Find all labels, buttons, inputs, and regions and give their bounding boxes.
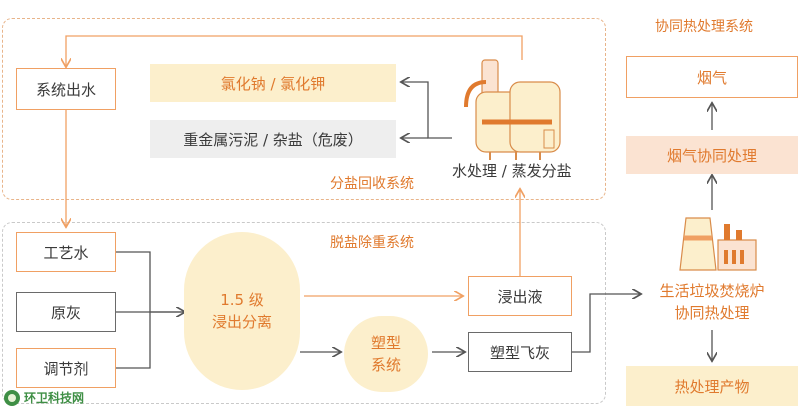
arrow-to-incinerator: [572, 294, 640, 353]
flue-gas-coprocessing-box: 烟气协同处理: [626, 136, 798, 174]
incinerator-label: 生活垃圾焚烧炉 协同热处理: [626, 280, 798, 324]
incinerator-line2: 协同热处理: [674, 304, 750, 322]
recovery-section-frame: [2, 18, 606, 200]
shaping-line1: 塑型: [370, 334, 401, 352]
arrow-to-nacl: [402, 82, 452, 139]
watermark-logo: 环卫科技网: [4, 389, 84, 406]
evaporator-tank-icon: [464, 59, 561, 160]
leaf-logo-icon: [4, 389, 20, 406]
desalting-section-frame: [2, 222, 606, 404]
leaching-stage-line1: 1.5 级: [220, 291, 264, 309]
shaping-line2: 系统: [370, 356, 401, 374]
flue-gas-box: 烟气: [626, 56, 798, 98]
incinerator-plant-icon: [679, 217, 757, 271]
shaping-system: 塑型 系统: [344, 316, 428, 392]
water-treatment-label: 水处理 / 蒸发分盐: [452, 162, 572, 180]
coprocessing-section-label: 协同热处理系统: [655, 19, 753, 35]
regulator-box: 调节剂: [16, 348, 116, 388]
incinerator-line1: 生活垃圾焚烧炉: [659, 282, 765, 300]
leaching-stage-line2: 浸出分离: [211, 313, 272, 331]
desalting-section-label: 脱盐除重系统: [330, 235, 414, 251]
thermal-products-box: 热处理产物: [626, 366, 798, 406]
shaped-fly-ash-box: 塑型飞灰: [468, 332, 572, 372]
leachate-box: 浸出液: [468, 276, 572, 316]
leaching-separation-stage: 1.5 级 浸出分离: [184, 232, 300, 390]
watermark-text: 环卫科技网: [24, 391, 85, 405]
system-outlet-water-box: 系统出水: [16, 68, 116, 110]
nacl-kcl-box: 氯化钠 / 氯化钾: [150, 64, 396, 102]
arrow-recycle-water: [66, 35, 523, 66]
process-water-box: 工艺水: [16, 232, 116, 272]
raw-ash-box: 原灰: [16, 292, 116, 332]
recovery-section-label: 分盐回收系统: [330, 176, 414, 192]
arrow-inputs-to-leaching: [116, 251, 184, 369]
heavy-metal-sludge-box: 重金属污泥 / 杂盐（危废）: [150, 120, 396, 158]
